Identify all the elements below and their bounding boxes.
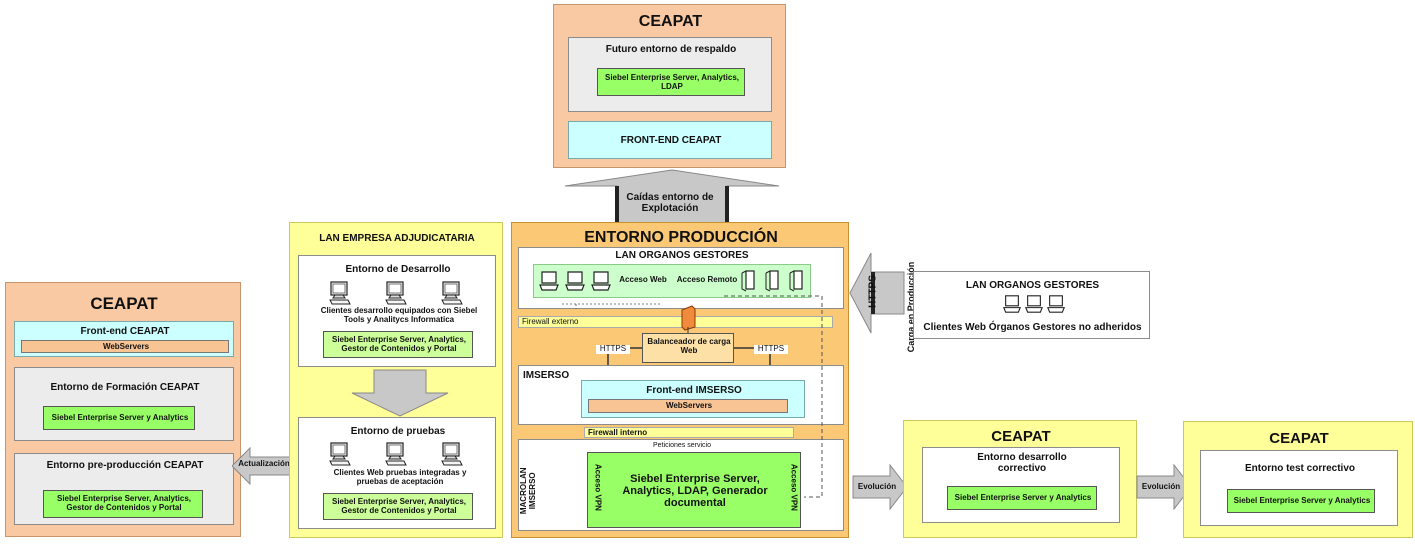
- access-zone: Acceso Web Acceso Remoto: [533, 264, 811, 298]
- up-arrow-label: Caídas entorno de Explotación: [626, 192, 714, 214]
- imserso-frontend-title: Front-end IMSERSO: [646, 385, 742, 396]
- desarrollo-server-box: Siebel Enterprise Server, Analytics, Ges…: [323, 331, 473, 358]
- https-left-label: HTTPS: [596, 344, 630, 354]
- desarrollo-server-label: Siebel Enterprise Server, Analytics, Ges…: [332, 335, 466, 353]
- evolucion-2-label: Evolución: [1141, 482, 1181, 491]
- formacion-server-label: Siebel Enterprise Server y Analytics: [51, 413, 189, 422]
- right-lan-clients-label: Clientes Web Órganos Gestores no adherid…: [923, 322, 1142, 333]
- ceapat-test-panel: CEAPAT Entorno test correctivo Siebel En…: [1183, 421, 1413, 538]
- actualizacion-label: Actualización: [238, 459, 290, 468]
- top-ceapat-panel: CEAPAT Futuro entorno de respaldo Siebel…: [553, 4, 786, 168]
- imserso-webservers-box: WebServers: [588, 399, 788, 413]
- evolucion-arrow-1: [852, 464, 908, 510]
- pruebas-server-box: Siebel Enterprise Server, Analytics, Ges…: [323, 493, 473, 520]
- firewall-interno-bar: Firewall interno: [584, 427, 794, 438]
- pruebas-clients-label: Clientes Web pruebas integradas y prueba…: [333, 468, 467, 486]
- https-right-label: HTTPS: [754, 344, 788, 354]
- down-arrow: [351, 369, 449, 417]
- pruebas-title: Entorno de pruebas: [350, 426, 446, 437]
- imserso-webservers-label: WebServers: [665, 401, 713, 410]
- formacion-title: Entorno de Formación CEAPAT: [50, 382, 200, 393]
- ceapat-test-server-box: Siebel Enterprise Server y Analytics: [1227, 489, 1375, 513]
- macrolan-server-box: Acceso VPN Siebel Enterprise Server, Ana…: [587, 452, 801, 528]
- imserso-box: IMSERSO Front-end IMSERSO WebServers: [518, 365, 844, 425]
- preprod-server-box: Siebel Enterprise Server, Analytics, Ges…: [43, 490, 203, 518]
- firewall-icon: [681, 305, 696, 331]
- macrolan-box: MACROLAN IMSERSO Peticiones servicio Acc…: [518, 439, 844, 531]
- produccion-panel: ENTORNO PRODUCCIÓN LAN ORGANOS GESTORES …: [511, 222, 849, 538]
- balanceador-box: Balanceador de carga Web: [642, 333, 734, 363]
- left-ceapat-title: CEAPAT: [90, 294, 158, 313]
- laptop-icon: [1024, 294, 1044, 314]
- ceapat-desarrollo-server-box: Siebel Enterprise Server y Analytics: [947, 486, 1097, 510]
- firewall-externo-bar: Firewall externo: [518, 316, 833, 328]
- pruebas-server-label: Siebel Enterprise Server, Analytics, Ges…: [332, 497, 466, 515]
- peticiones-label: Peticiones servicio: [653, 442, 711, 449]
- desktop-pc-icon: [385, 281, 407, 305]
- evolucion-1-label: Evolución: [857, 482, 897, 491]
- right-lan-title: LAN ORGANOS GESTORES: [965, 280, 1100, 291]
- left-webservers-label: WebServers: [102, 342, 150, 351]
- desktop-pc-icon: [329, 281, 351, 305]
- imserso-label: IMSERSO: [523, 370, 570, 381]
- ceapat-test-entorno: Entorno test correctivo: [1244, 463, 1356, 474]
- produccion-lan-title: LAN ORGANOS GESTORES: [615, 250, 749, 261]
- left-frontend-box: Front-end CEAPAT WebServers: [14, 321, 234, 357]
- ceapat-desarrollo-entorno: Entorno desarrollo correctivo: [977, 452, 1067, 474]
- pruebas-pcs: [329, 442, 463, 466]
- top-ceapat-title: CEAPAT: [638, 13, 703, 30]
- backup-environment-title: Futuro entorno de respaldo: [605, 44, 737, 55]
- balanceador-label: Balanceador de carga Web: [647, 337, 731, 355]
- laptop-icon: [1046, 294, 1066, 314]
- formacion-server-box: Siebel Enterprise Server y Analytics: [43, 406, 195, 430]
- top-frontend-label: FRONT-END CEAPAT: [620, 135, 722, 146]
- ceapat-test-title: CEAPAT: [1269, 430, 1329, 447]
- desarrollo-title: Entorno de Desarrollo: [345, 264, 451, 275]
- desarrollo-pcs: [329, 281, 463, 305]
- produccion-title: ENTORNO PRODUCCIÓN: [584, 229, 778, 246]
- macrolan-server-label: Siebel Enterprise Server, Analytics, LDA…: [622, 473, 768, 510]
- ceapat-desarrollo-inner: Entorno desarrollo correctivo Siebel Ent…: [922, 447, 1120, 523]
- lan-empresa-title: LAN EMPRESA ADJUDICATARIA: [319, 233, 475, 244]
- desktop-pc-icon: [329, 442, 351, 466]
- preprod-box: Entorno pre-producción CEAPAT Siebel Ent…: [14, 453, 234, 525]
- backup-server-label: Siebel Enterprise Server, Analytics, LDA…: [605, 73, 739, 91]
- produccion-lan-box: LAN ORGANOS GESTORES Acceso Web Acceso R…: [518, 247, 844, 309]
- firewall-externo-label: Firewall externo: [522, 317, 579, 326]
- left-ceapat-panel: CEAPAT Front-end CEAPAT WebServers Entor…: [5, 282, 241, 537]
- desktop-pc-icon: [441, 281, 463, 305]
- laptop-icon: [1002, 294, 1022, 314]
- right-lan-box: LAN ORGANOS GESTORES Clientes Web Órgano…: [913, 271, 1150, 339]
- desktop-pc-icon: [441, 442, 463, 466]
- desktop-pc-icon: [385, 442, 407, 466]
- desarrollo-box: Entorno de Desarrollo Clientes desarroll…: [298, 255, 496, 367]
- lan-empresa-panel: LAN EMPRESA ADJUDICATARIA Entorno de Des…: [289, 222, 503, 538]
- ceapat-test-server-label: Siebel Enterprise Server y Analytics: [1233, 496, 1371, 505]
- top-frontend-box: FRONT-END CEAPAT: [568, 121, 772, 159]
- backup-environment-box: Futuro entorno de respaldo Siebel Enterp…: [568, 37, 772, 112]
- ceapat-desarrollo-server-label: Siebel Enterprise Server y Analytics: [954, 493, 1092, 502]
- left-webservers-box: WebServers: [21, 340, 229, 353]
- https-arrow-label: HTTPS: [867, 275, 879, 308]
- acceso-web-label: Acceso Web: [619, 275, 667, 284]
- evolucion-arrow-2: [1136, 464, 1192, 510]
- acceso-remoto-label: Acceso Remoto: [676, 275, 738, 284]
- desarrollo-clients-label: Clientes desarrollo equipados con Siebel…: [320, 306, 478, 324]
- left-frontend-title: Front-end CEAPAT: [80, 326, 170, 337]
- preprod-title: Entorno pre-producción CEAPAT: [46, 460, 204, 471]
- formacion-box: Entorno de Formación CEAPAT Siebel Enter…: [14, 367, 234, 441]
- vpn-dashed-line: [562, 295, 823, 498]
- backup-server-box: Siebel Enterprise Server, Analytics, LDA…: [597, 68, 745, 96]
- ceapat-desarrollo-title: CEAPAT: [991, 428, 1051, 445]
- preprod-server-label: Siebel Enterprise Server, Analytics, Ges…: [57, 494, 191, 512]
- pruebas-box: Entorno de pruebas Clientes Web pruebas …: [298, 417, 496, 529]
- imserso-frontend-box: Front-end IMSERSO WebServers: [581, 380, 805, 418]
- ceapat-test-inner: Entorno test correctivo Siebel Enterpris…: [1200, 450, 1398, 526]
- https-arrow: [849, 252, 905, 334]
- ceapat-desarrollo-panel: CEAPAT Entorno desarrollo correctivo Sie…: [903, 420, 1137, 538]
- up-arrow: [564, 169, 780, 225]
- firewall-interno-label: Firewall interno: [588, 428, 648, 437]
